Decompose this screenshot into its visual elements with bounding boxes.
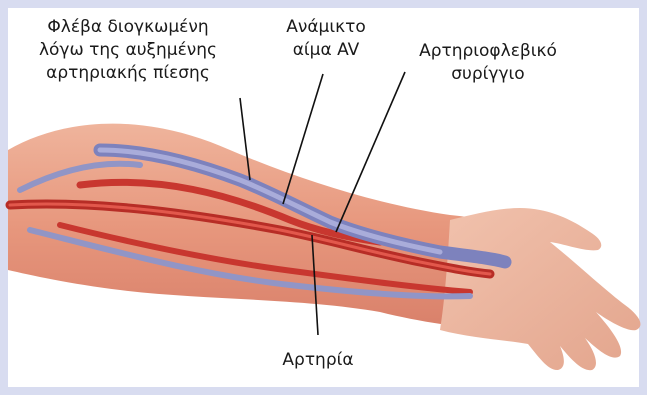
label-artery: Αρτηρία (268, 349, 368, 372)
label-vein-line-3: αρτηριακής πίεσης (14, 62, 242, 85)
label-fistula-line-2: συρίγγιο (400, 63, 576, 86)
label-vein-enlarged: Φλέβα διογκωμένη λόγω της αυξημένης αρτη… (14, 16, 242, 85)
label-av-fistula: Αρτηριοφλεβικό συρίγγιο (400, 40, 576, 86)
label-vein-line-1: Φλέβα διογκωμένη (14, 16, 242, 39)
label-artery-text: Αρτηρία (268, 349, 368, 372)
label-mixed-blood: Ανάμικτο αίμα AV (266, 16, 386, 62)
label-fistula-line-1: Αρτηριοφλεβικό (400, 40, 576, 63)
label-vein-line-2: λόγω της αυξημένης (14, 39, 242, 62)
label-mixed-line-2: αίμα AV (266, 39, 386, 62)
label-mixed-line-1: Ανάμικτο (266, 16, 386, 39)
